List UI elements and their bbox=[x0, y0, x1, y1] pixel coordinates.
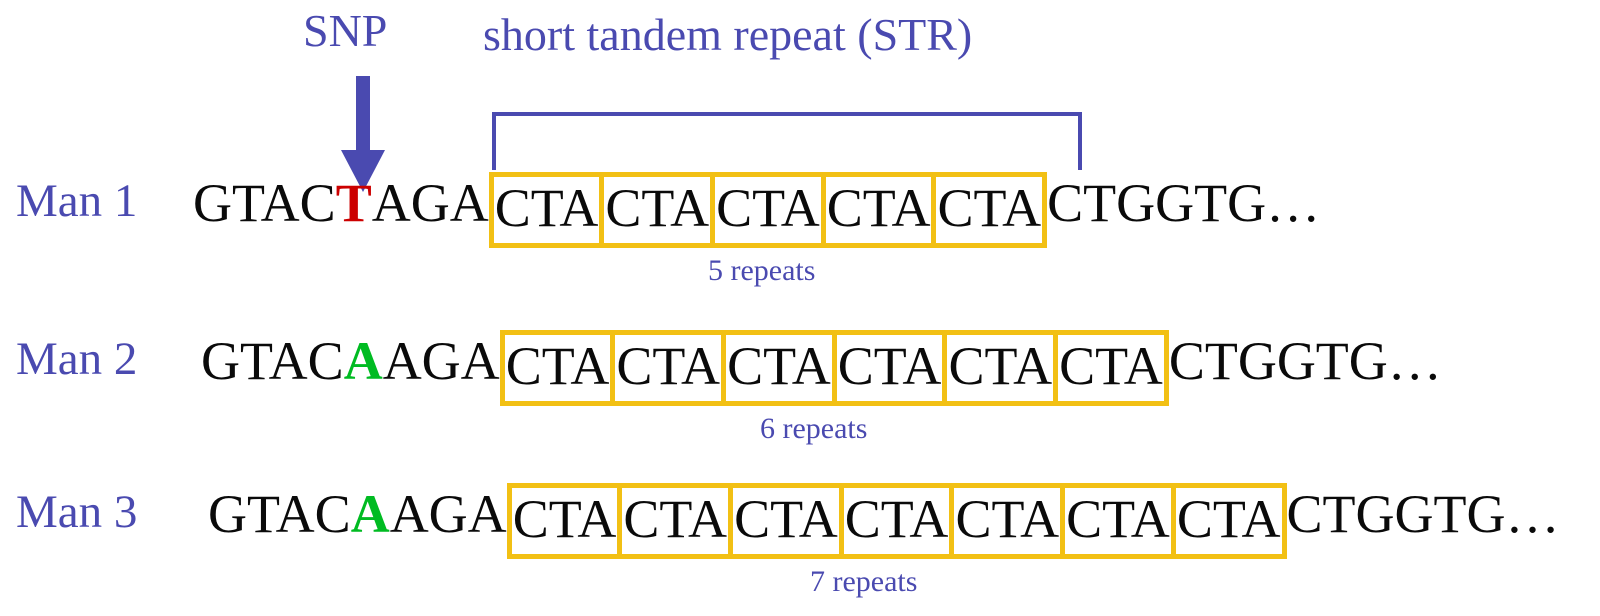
dna-sequence: GTAC A AGA CTA CTA CTA CTA CTA CTA CTA C… bbox=[208, 483, 1559, 559]
sequence-row: Man 1 GTAC T AGA CTA CTA CTA CTA CTA CTG… bbox=[0, 172, 1600, 286]
sequence-suffix: CTGGTG… bbox=[1168, 331, 1442, 391]
repeat-unit: CTA bbox=[505, 335, 616, 401]
sequence-suffix: CTGGTG… bbox=[1047, 173, 1321, 233]
repeat-unit: CTA bbox=[512, 488, 623, 554]
repeat-unit: CTA bbox=[726, 335, 837, 401]
str-annotation-label: short tandem repeat (STR) bbox=[483, 9, 973, 60]
repeat-unit: CTA bbox=[937, 178, 1042, 238]
sequence-prefix: GTAC bbox=[201, 331, 344, 391]
sequence-mid: AGA bbox=[382, 331, 500, 391]
sequence-prefix: GTAC bbox=[208, 484, 351, 544]
repeat-unit: CTA bbox=[837, 335, 948, 401]
repeat-unit: CTA bbox=[494, 177, 605, 243]
row-label: Man 1 bbox=[16, 175, 138, 227]
repeat-unit: CTA bbox=[715, 177, 826, 243]
repeat-unit: CTA bbox=[844, 488, 955, 554]
repeat-count-caption: 5 repeats bbox=[708, 254, 816, 287]
repeat-unit: CTA bbox=[954, 488, 1066, 554]
sequence-prefix: GTAC bbox=[193, 173, 336, 233]
row-label: Man 2 bbox=[16, 333, 138, 385]
repeat-unit: CTA bbox=[826, 177, 937, 243]
repeat-unit: CTA bbox=[947, 335, 1059, 401]
repeat-unit: CTA bbox=[1059, 336, 1163, 396]
sequence-row: Man 2 GTAC A AGA CTA CTA CTA CTA CTA CTA… bbox=[0, 330, 1600, 444]
repeat-count-caption: 6 repeats bbox=[760, 412, 868, 445]
sequence-row: Man 3 GTAC A AGA CTA CTA CTA CTA CTA CTA… bbox=[0, 483, 1600, 597]
snp-base: A bbox=[350, 484, 390, 544]
repeat-count-caption: 7 repeats bbox=[810, 565, 918, 598]
row-label: Man 3 bbox=[16, 486, 138, 538]
str-repeat-block: CTA CTA CTA CTA CTA CTA bbox=[499, 330, 1169, 406]
snp-base: T bbox=[335, 173, 372, 233]
sequence-suffix: CTGGTG… bbox=[1286, 484, 1560, 544]
repeat-unit: CTA bbox=[1176, 489, 1281, 549]
repeat-unit: CTA bbox=[604, 177, 716, 243]
repeat-unit: CTA bbox=[733, 488, 844, 554]
down-arrow-icon bbox=[335, 76, 391, 192]
dna-sequence: GTAC T AGA CTA CTA CTA CTA CTA CTGGTG… bbox=[193, 172, 1320, 248]
dna-sequence: GTAC A AGA CTA CTA CTA CTA CTA CTA CTGGT… bbox=[201, 330, 1442, 406]
repeat-unit: CTA bbox=[622, 488, 734, 554]
str-repeat-block: CTA CTA CTA CTA CTA bbox=[488, 172, 1048, 248]
repeat-unit: CTA bbox=[1065, 488, 1176, 554]
str-repeat-block: CTA CTA CTA CTA CTA CTA CTA bbox=[506, 483, 1287, 559]
span-bracket-icon bbox=[492, 112, 1082, 170]
snp-annotation-label: SNP bbox=[303, 5, 388, 56]
snp-base: A bbox=[343, 331, 383, 391]
repeat-unit: CTA bbox=[615, 335, 727, 401]
sequence-mid: AGA bbox=[389, 484, 507, 544]
sequence-mid: AGA bbox=[371, 173, 489, 233]
